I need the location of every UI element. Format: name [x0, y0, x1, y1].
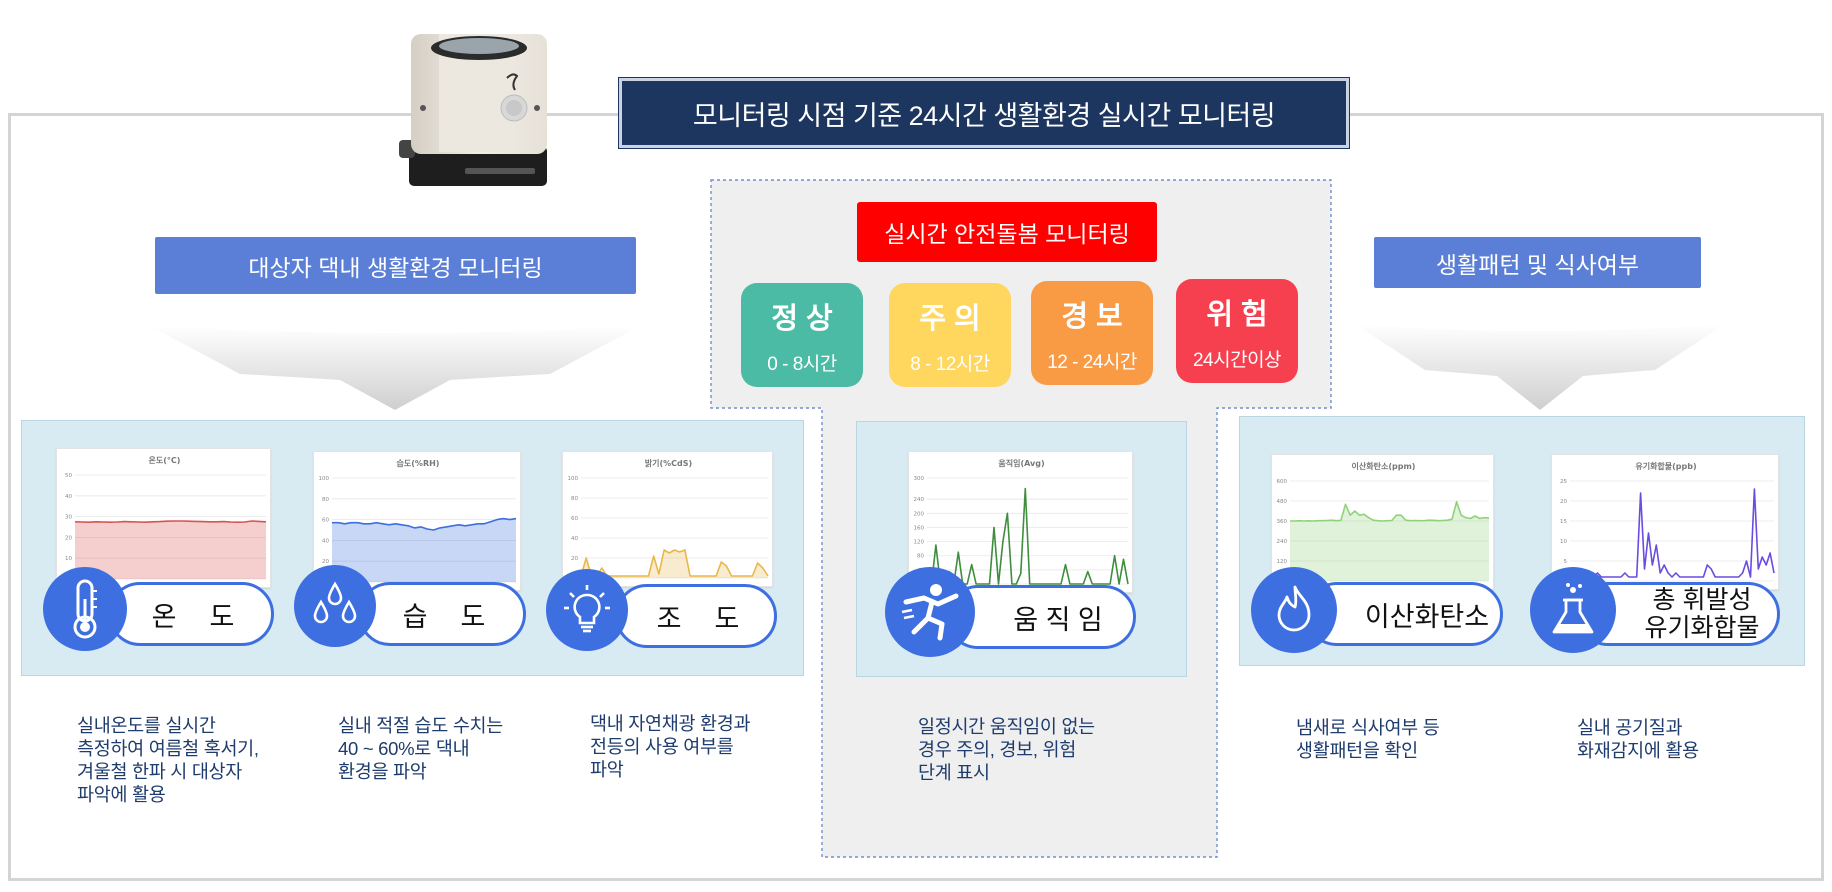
- y-tick-label: 100: [568, 476, 579, 482]
- y-tick-label: 40: [65, 494, 72, 500]
- light-bulb-icon: [546, 569, 628, 651]
- brightness-chart: 밝기(%CdS)020406080100: [562, 451, 773, 587]
- y-tick-label: 50: [65, 473, 72, 479]
- y-tick-label: 60: [322, 518, 329, 524]
- flask-icon: [1530, 567, 1616, 653]
- series-line: [332, 517, 517, 531]
- status-range: 12 - 24시간: [1047, 351, 1137, 373]
- chart-title: 유기화합물(ppb): [1635, 461, 1696, 471]
- voc-label-text: 총 휘발성 유기화합물: [1644, 586, 1760, 642]
- status-name: 정상: [771, 302, 841, 335]
- series-area: [581, 550, 768, 578]
- status-range: 0 - 8시간: [767, 353, 837, 375]
- series-line: [1570, 488, 1775, 578]
- y-tick-label: 10: [65, 556, 72, 562]
- series-area: [332, 518, 516, 582]
- voc-description: 실내 공기질과 화재감지에 활용: [1577, 717, 1699, 761]
- brightness-description: 댁내 자연채광 환경과 전등의 사용 여부를 파악: [590, 713, 751, 780]
- left-funnel-arrow: [150, 322, 640, 412]
- temperature-chart: 온도(°C)01020304050: [56, 448, 271, 588]
- humidity-label-text: 습 도: [402, 601, 492, 632]
- status-range: 24시간이상: [1192, 349, 1282, 371]
- y-tick-label: 10: [1560, 539, 1567, 545]
- temperature-description: 실내온도를 실시간 측정하여 여름철 혹서기, 겨울철 한파 시 대상자 파악에…: [77, 715, 259, 805]
- y-tick-label: 120: [914, 540, 925, 546]
- y-tick-label: 240: [1277, 539, 1288, 545]
- y-tick-label: 40: [571, 536, 578, 542]
- chart-title: 움직임(Avg): [998, 458, 1044, 468]
- y-tick-label: 300: [914, 476, 925, 482]
- page-title: 모니터링 시점 기준 24시간 생활환경 실시간 모니터링: [618, 77, 1350, 149]
- y-tick-label: 30: [65, 515, 72, 521]
- water-drops-icon: [294, 565, 376, 647]
- chart-title: 이산화탄소(ppm): [1352, 461, 1416, 471]
- y-tick-label: 60: [571, 516, 578, 522]
- temperature-label: 온 도: [108, 582, 274, 646]
- y-tick-label: 5: [1564, 559, 1568, 565]
- chart-title: 온도(°C): [149, 456, 181, 465]
- series-area: [1290, 501, 1489, 581]
- y-tick-label: 20: [571, 556, 578, 562]
- chart-svg: 온도(°C)01020304050: [65, 456, 267, 583]
- status-alert: 경보 12 - 24시간: [1031, 281, 1153, 385]
- person-kicking-icon: [885, 567, 975, 657]
- movement-label: 움 직 임: [946, 585, 1136, 649]
- y-tick-label: 80: [322, 497, 329, 503]
- status-danger: 위험 24시간이상: [1176, 279, 1298, 383]
- series-line: [74, 520, 267, 523]
- y-tick-label: 600: [1277, 479, 1288, 485]
- co2-label-text: 이산화탄소: [1364, 601, 1490, 632]
- series-line: [1290, 500, 1490, 522]
- y-tick-label: 80: [917, 554, 924, 560]
- temperature-label-text: 온 도: [151, 601, 241, 632]
- status-range: 8 - 12시간: [910, 353, 990, 375]
- y-tick-label: 20: [65, 535, 72, 541]
- y-tick-label: 240: [914, 497, 925, 503]
- co2-chart: 이산화탄소(ppm)0120240360480600: [1271, 454, 1494, 590]
- y-tick-label: 80: [571, 496, 578, 502]
- chart-svg: 습도(%RH)020406080100: [319, 458, 517, 586]
- right-funnel-arrow: [1355, 320, 1725, 412]
- y-tick-label: 25: [1560, 479, 1567, 485]
- y-tick-label: 200: [914, 511, 925, 517]
- brightness-label: 조 도: [615, 584, 777, 648]
- series-line: [580, 549, 769, 577]
- status-normal: 정상 0 - 8시간: [741, 283, 863, 387]
- chart-title: 밝기(%CdS): [645, 458, 692, 468]
- sensor-device-image: [395, 22, 560, 194]
- y-tick-label: 160: [914, 525, 925, 531]
- status-caution: 주의 8 - 12시간: [889, 283, 1011, 387]
- voc-chart: 유기화합물(ppb)0510152025: [1551, 454, 1779, 590]
- thermometer-icon: [43, 567, 127, 651]
- chart-svg: 움직임(Avg)04080120160200240300: [914, 458, 1129, 588]
- y-tick-label: 360: [1277, 519, 1288, 525]
- movement-description: 일정시간 움직임이 없는 경우 주의, 경보, 위험 단계 표시: [918, 716, 1095, 783]
- y-tick-label: 120: [1277, 559, 1288, 565]
- status-name: 주의: [919, 302, 989, 335]
- y-tick-label: 40: [322, 538, 329, 544]
- status-name: 위험: [1206, 298, 1276, 331]
- brightness-label-text: 조 도: [656, 603, 746, 634]
- movement-label-text: 움 직 임: [1013, 604, 1103, 635]
- series-line: [927, 487, 1129, 585]
- chart-svg: 유기화합물(ppb)0510152025: [1560, 461, 1775, 585]
- status-name: 경보: [1061, 300, 1131, 333]
- left-section-header: 대상자 댁내 생활환경 모니터링: [155, 237, 636, 294]
- center-section-header: 실시간 안전돌봄 모니터링: [857, 202, 1157, 262]
- right-section-header: 생활패턴 및 식사여부: [1374, 237, 1701, 288]
- humidity-description: 실내 적절 습도 수치는 40 ~ 60%로 댁내 환경을 파악: [338, 715, 504, 782]
- humidity-label: 습 도: [358, 582, 526, 646]
- y-tick-label: 100: [319, 476, 330, 482]
- flame-icon: [1251, 567, 1337, 653]
- chart-title: 습도(%RH): [397, 458, 440, 468]
- y-tick-label: 480: [1277, 499, 1288, 505]
- co2-label: 이산화탄소: [1305, 582, 1503, 646]
- y-tick-label: 20: [1560, 499, 1567, 505]
- series-area: [75, 521, 266, 579]
- y-tick-label: 20: [322, 559, 329, 565]
- co2-description: 냄새로 식사여부 등 생활패턴을 확인: [1296, 717, 1440, 761]
- y-tick-label: 15: [1560, 519, 1567, 525]
- humidity-chart: 습도(%RH)020406080100: [313, 451, 521, 591]
- chart-svg: 밝기(%CdS)020406080100: [568, 458, 769, 582]
